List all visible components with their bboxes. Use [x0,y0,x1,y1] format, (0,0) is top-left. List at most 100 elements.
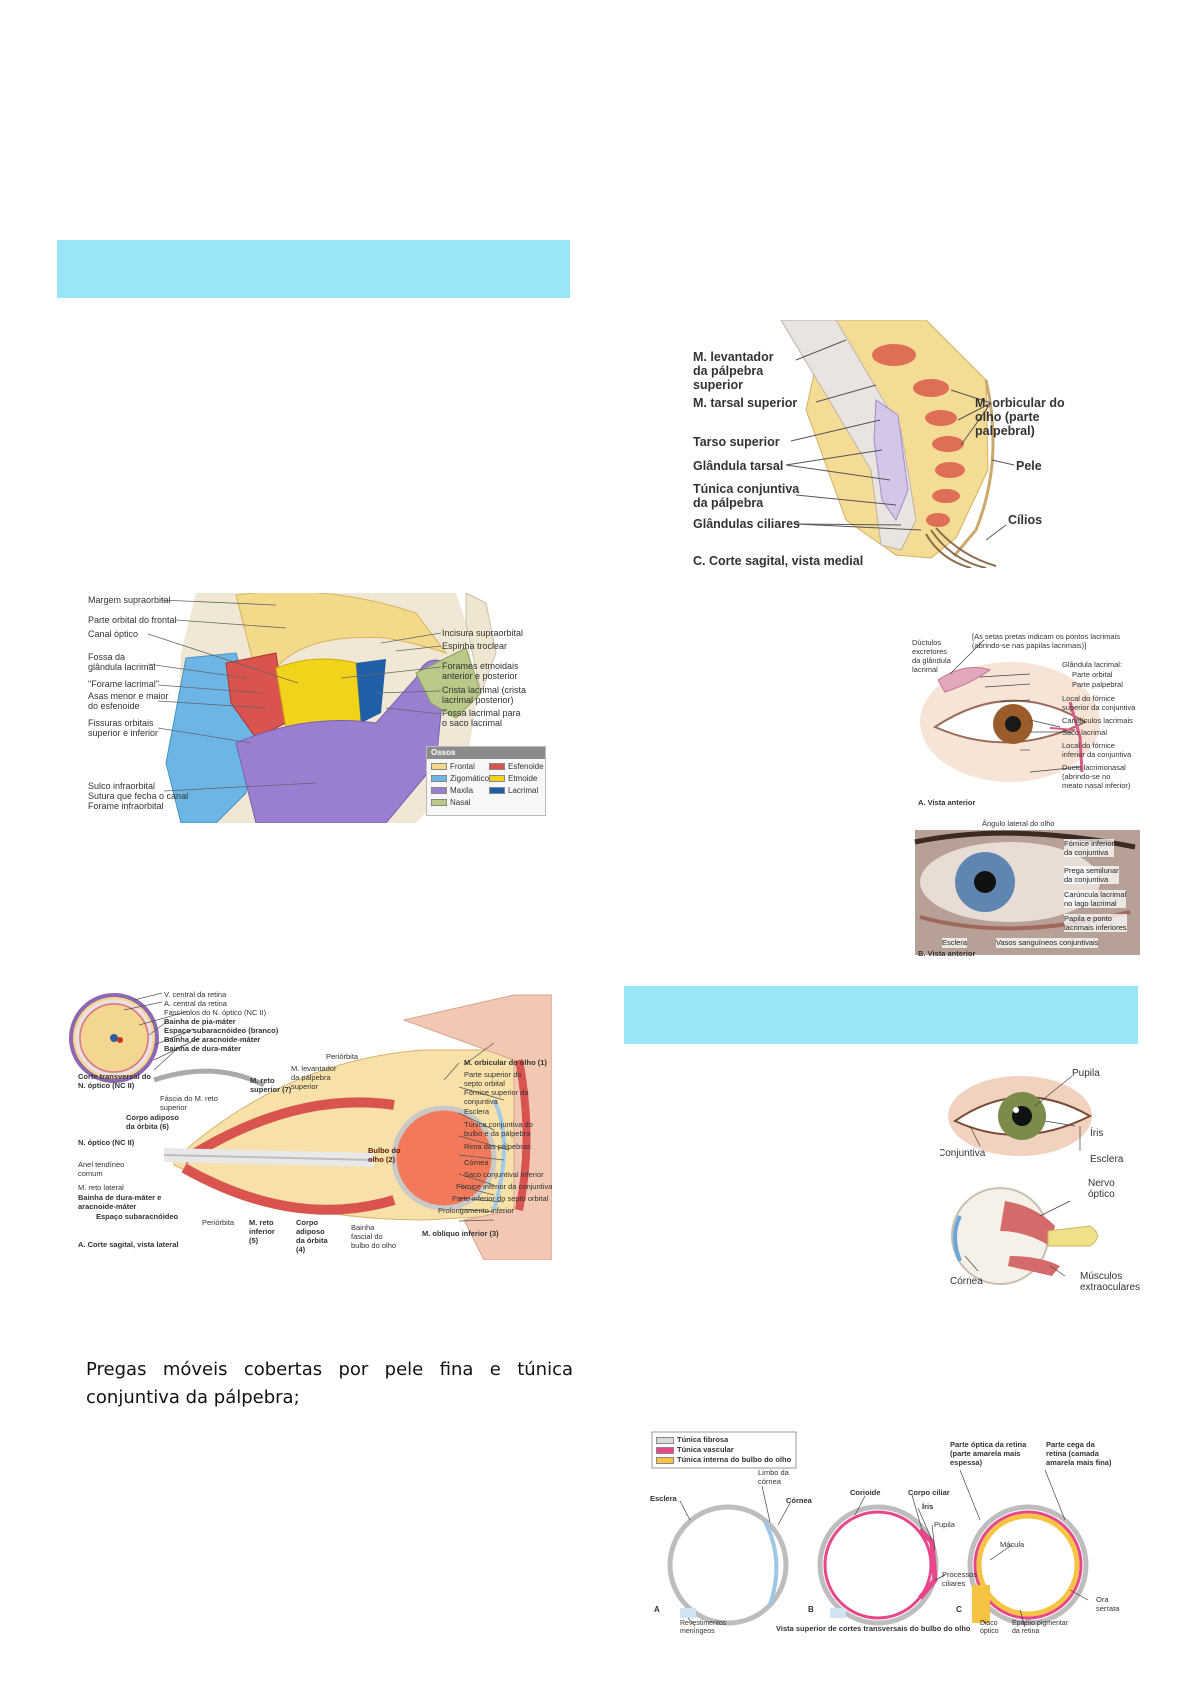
sagittal-bottom-label-2: Corpo adiposo da órbita (4) [296,1218,328,1254]
orbit-label-5: Asas menor e maior do esfenoide [88,691,169,711]
lacrimal-label-r7: Ducto lacrimonasal (abrindo-se no meato … [1062,763,1131,790]
sagittal-inset-label-1: A. central da retina [164,999,227,1008]
orbit-label-r0: Incisura supraorbital [442,628,524,638]
eye-label-cornea: Córnea [950,1276,983,1287]
sagittal-right-label-2: Fórnice superior da conjuntiva [464,1088,529,1106]
tunics-b-label-4: Processos ciliares [942,1570,978,1588]
tunics-legend-item: Túnica fibrosa [656,1435,728,1444]
orbit-legend-swatch [489,787,505,795]
section-banner-left [57,240,570,298]
tunics-legend-swatch [656,1446,674,1454]
sagittal-inset-label-6: Bainha de dura-máter [164,1044,242,1053]
tunics-c-label-3: Ora serrata [1096,1595,1120,1613]
orbit-legend-swatch [431,787,447,795]
orbit-legend-label: Frontal [450,762,475,771]
tunics-b-label-1: Corpo ciliar [908,1488,950,1497]
lacrimal-caption-b: B. Vista anterior [918,949,976,958]
eye-illustration [948,1075,1098,1285]
lacrimal-note: [As setas pretas indicam os pontos lacri… [972,632,1120,650]
orbit-legend-item: Zigomático [431,774,489,783]
sagittal-top-label-0: Periórbita [326,1052,359,1061]
sagittal-bottom-label-1: M. reto inferior (5) [249,1218,275,1245]
eyelid-definition-text: Pregas móveis cobertas por pele fina e t… [86,1359,573,1408]
sagittal-right-label-4: Túnica conjuntiva do bulbo e da pálpebra [464,1120,533,1138]
sagittal-right-label-10: Prolongamento inferior [438,1206,514,1215]
lacrimal-label-r0: Glândula lacrimal: [1062,660,1123,669]
sagittal-right-label-5: Rima das pálpebras [464,1142,531,1151]
orbit-legend-label: Lacrimal [508,786,539,795]
orbit-legend-label: Esfenoide [508,762,544,771]
sagittal-right-label-0: M. orbicular do olho (1) [464,1058,547,1067]
orbit-legend-item: Frontal [431,762,475,771]
eyelid-label-r2: Cílios [1008,513,1043,527]
lacrimal-label-r5: Saco lacrimal [1062,728,1108,737]
orbit-legend-swatch [489,763,505,771]
sagittal-caption: A. Corte sagital, vista lateral [78,1240,179,1249]
lacrimal-caption-a: A. Vista anterior [918,798,976,807]
sagittal-inset-label-3: Bainha de pia-máter [164,1017,236,1026]
orbit-label-7: Sulco infraorbital Sutura que fecha o ca… [88,781,189,811]
tunics-legend-swatch [656,1436,674,1444]
sagittal-left-label-0: Fáscia do M. reto superior [160,1094,218,1112]
sagittal-right-label-7: Saco conjuntival inferior [464,1170,544,1179]
sagittal-left-label-2: N. óptico (NC II) [78,1138,135,1147]
tunics-panel-b: B [808,1605,814,1614]
sagittal-top-label-2: M. reto superior (7) [250,1076,292,1094]
lacrimal-photo-label-1: Fórnice inferior da conjuntiva [1064,839,1115,857]
orbit-legend-label: Zigomático [450,774,490,783]
orbit-legend-swatch [489,775,505,783]
eyelid-label-r0: M. orbicular do olho (parte palpebral) [975,396,1065,438]
tunics-legend-label: Túnica fibrosa [677,1435,729,1444]
lacrimal-photo-label-0: Ângulo lateral do olho [982,819,1055,828]
sagittal-inset-caption: Corte transversal do N. óptico (NC II) [78,1072,151,1090]
orbit-legend-item: Nasal [431,798,470,807]
section-banner-right [624,986,1138,1044]
sagittal-left-label-4: M. reto lateral [78,1183,124,1192]
tunics-b-label-0: Corioide [850,1488,881,1497]
tunics-legend-swatch [656,1456,674,1464]
sagittal-right-label-1: Parte superior do septo orbital [464,1070,522,1088]
orbit-label-r1: Espinha troclear [442,641,508,651]
eye-label-esclera: Esclera [1090,1154,1124,1165]
eye-label-nervo-optico: Nervo óptico [1088,1178,1115,1200]
orbit-legend-swatch [431,775,447,783]
sagittal-left-label-1: Corpo adiposo da órbita (6) [126,1113,179,1131]
sagittal-inset-label-2: Fascículos do N. óptico (NC II) [164,1008,267,1017]
lacrimal-label-0: Dúctulos excretores da glândula lacrimal [912,638,951,674]
eyelid-label-0: M. levantador da pálpebra superior [693,350,774,392]
eye-label-conjuntiva: Conjuntiva [940,1148,986,1159]
sagittal-top-label-1: M. levantador da pálpebra superior [291,1064,337,1091]
orbit-legend-label: Etmoide [508,774,538,783]
orbit-legend-item: Etmoide [489,774,537,783]
orbit-label-4: "Forame lacrimal" [88,679,159,689]
sagittal-right-label-9: Parte inferior do septo orbital [452,1194,549,1203]
orbit-label-3: Fossa da glândula lacrimal [88,652,156,672]
tunics-c-label-0: Parte óptica da retina (parte amarela ma… [950,1440,1027,1467]
eye-label-musculos: Músculos extraoculares [1080,1271,1140,1293]
tunics-a-label-0: Esclera [650,1494,677,1503]
orbit-legend-label: Nasal [450,798,471,807]
lacrimal-label-r6: Local do fórnice inferior da conjuntiva [1062,741,1132,759]
tunics-c-label-1: Parte cega da retina (camada amarela mai… [1046,1440,1112,1467]
orbit-label-r3: Crista lacrimal (crista lacrimal posteri… [442,685,527,705]
tunics-panel-c: C [956,1605,962,1614]
tunics-caption: Vista superior de cortes transversais do… [776,1624,971,1633]
sagittal-right-label-8: Fórnice inferior da conjuntiva [456,1182,552,1191]
eye-label-iris: Íris [1090,1128,1104,1139]
sagittal-bottom-label-3: Bainha fascial do bulbo do olho [351,1223,397,1250]
tunics-panel-a: A [654,1605,660,1614]
orbit-label-6: Fissuras orbitais superior e inferior [88,718,159,738]
tunics-legend-item: Túnica vascular [656,1445,734,1454]
lacrimal-photo-label-2: Prega semilunar da conjuntiva [1064,866,1119,884]
lacrimal-photo-label-5: Esclera [942,938,968,948]
sagittal-right-label-3: Esclera [464,1107,490,1116]
lacrimal-label-r1: Parte orbital [1072,670,1113,679]
figure-orbit-sagittal: V. central da retina A. central da retin… [64,990,552,1260]
orbit-label-r4: Fossa lacrimal para o saco lacrimal [442,708,521,728]
sagittal-right-label-6: Córnea [464,1158,489,1167]
sagittal-inset-label-4: Espaço subaracnóideo (branco) [164,1026,279,1035]
tunics-a-label-1: Limbo da córnea [758,1468,789,1486]
orbit-legend-item: Lacrimal [489,786,538,795]
orbit-label-r2: Forames etmoidais anterior e posterior [442,661,519,681]
